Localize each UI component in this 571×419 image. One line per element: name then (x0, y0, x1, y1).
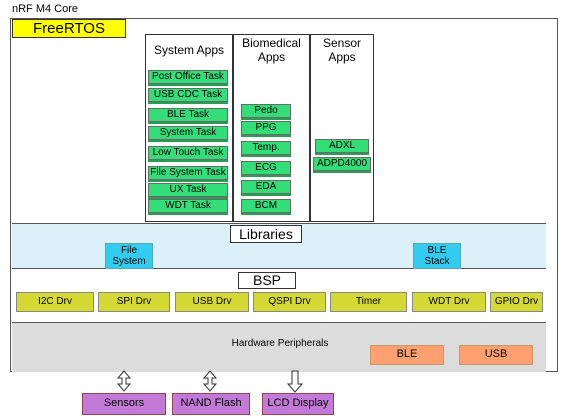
gpio-driver[interactable]: GPIO Drv (490, 292, 543, 312)
usb-driver[interactable]: USB Drv (175, 292, 249, 312)
ble-stack-block[interactable]: BLE Stack (413, 243, 461, 269)
system-task[interactable]: System Task (148, 126, 228, 140)
hardware-usb-block[interactable]: USB (459, 345, 533, 365)
hardware-ble-block[interactable]: BLE (370, 345, 444, 365)
temp-task[interactable]: Temp. (241, 141, 291, 155)
sensor-apps-title-line2: Apps (328, 49, 356, 64)
adpd4000-task[interactable]: ADPD4000 (313, 157, 371, 171)
wdt-task[interactable]: WDT Task (148, 199, 228, 213)
file-system-line2: System (112, 256, 146, 267)
ux-task[interactable]: UX Task (148, 183, 228, 197)
hardware-peripherals-band (12, 322, 546, 372)
usb-cdc-task[interactable]: USB CDC Task (148, 88, 228, 102)
nand-flash-double-arrow (202, 370, 218, 392)
bcm-task[interactable]: BCM (241, 199, 291, 213)
sensors-block[interactable]: Sensors (82, 393, 166, 415)
wdt-driver[interactable]: WDT Drv (412, 292, 486, 312)
biomedical-apps-title-line2: Apps (257, 49, 286, 64)
sensor-apps-title-line1: Sensor (322, 35, 362, 50)
nand-flash-block[interactable]: NAND Flash (172, 393, 250, 415)
bsp-title: BSP (238, 272, 296, 289)
file-system-block[interactable]: File System (105, 243, 153, 269)
pedo-task[interactable]: Pedo (241, 104, 291, 118)
spi-driver[interactable]: SPI Drv (98, 292, 170, 312)
system-apps-title: System Apps (153, 42, 225, 57)
post-office-task[interactable]: Post Office Task (148, 70, 228, 84)
file-system-task[interactable]: File System Task (148, 166, 228, 180)
ppg-task[interactable]: PPG (241, 121, 291, 135)
i2c-driver[interactable]: I2C Drv (16, 292, 94, 312)
biomedical-apps-title-line1: Biomedical (242, 35, 301, 50)
ble-stack-line1: BLE (427, 245, 447, 256)
ble-task[interactable]: BLE Task (148, 108, 228, 122)
freertos-label: FreeRTOS (12, 19, 126, 38)
qspi-driver[interactable]: QSPI Drv (253, 292, 326, 312)
eda-task[interactable]: EDA (241, 180, 291, 194)
libraries-title: Libraries (230, 225, 302, 243)
sensors-double-arrow (116, 370, 132, 392)
sensor-apps-column (310, 34, 374, 222)
file-system-line1: File (120, 245, 138, 256)
lcd-display-down-arrow (286, 370, 304, 393)
lcd-display-block[interactable]: LCD Display (262, 393, 334, 415)
ecg-task[interactable]: ECG (241, 161, 291, 175)
low-touch-task[interactable]: Low Touch Task (148, 146, 228, 160)
ble-stack-line2: Stack (424, 256, 450, 267)
hardware-peripherals-title: Hardware Peripherals (231, 337, 329, 349)
timer-driver[interactable]: Timer (330, 292, 407, 312)
core-title: nRF M4 Core (12, 3, 79, 15)
adxl-task[interactable]: ADXL (315, 139, 369, 153)
